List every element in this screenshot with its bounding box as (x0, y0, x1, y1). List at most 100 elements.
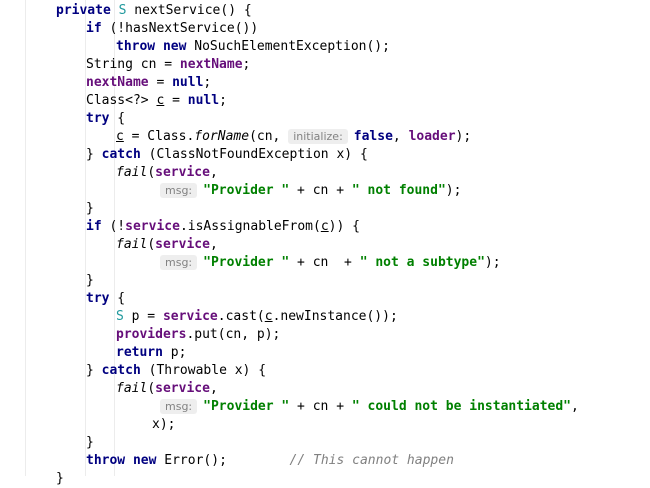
method-call: fail (116, 237, 148, 252)
method-call: fail (116, 381, 148, 396)
string-literal: " not a subtype" (359, 255, 485, 270)
expression: + cn + (289, 183, 352, 198)
keyword: private (56, 3, 111, 18)
code-line-26: throw new Error(); // This cannot happen (86, 452, 454, 470)
field-ref: loader (408, 129, 456, 144)
declaration: Class<?> (86, 93, 157, 108)
punct: ( (147, 165, 156, 180)
indent-guide-1 (25, 0, 26, 476)
punct: , (209, 165, 218, 180)
operator: = (148, 75, 173, 90)
field-ref: nextName (179, 57, 243, 72)
code-line-22: fail(service, (116, 380, 218, 398)
punct: , (392, 129, 409, 144)
code-line-3: throw new NoSuchElementException(); (116, 38, 390, 56)
expression: Error(); (164, 453, 227, 468)
punct: } (56, 471, 64, 486)
punct: { (109, 291, 126, 306)
punct: ( (147, 237, 156, 252)
string-literal: " not found" (351, 183, 446, 198)
code-line-18: S p = service.cast(c.newInstance()); (116, 308, 398, 326)
keyword: try (86, 291, 110, 306)
punct: , (209, 381, 218, 396)
string-literal: "Provider " (203, 399, 290, 414)
code-line-13: if (!service.isAssignableFrom(c)) { (86, 218, 360, 236)
keyword: throw (116, 39, 156, 54)
keyword: catch (101, 363, 141, 378)
expression: (cn, (249, 129, 289, 144)
expression: + cn + (289, 255, 360, 270)
code-line-5: nextName = null; (86, 74, 211, 92)
keyword: if (86, 21, 102, 36)
expression: .isAssignableFrom( (179, 219, 321, 234)
code-line-10: fail(service, (116, 164, 218, 182)
expression: + cn + (289, 399, 352, 414)
method-call: forName (194, 129, 250, 144)
punct: )) { (328, 219, 360, 234)
field-ref: service (162, 309, 218, 324)
punct: } (86, 273, 94, 288)
punct: } (86, 363, 102, 378)
variable: c (156, 93, 165, 108)
code-line-12: } (86, 200, 94, 218)
keyword: catch (101, 147, 141, 162)
punct: } (86, 435, 94, 450)
variable: c (264, 309, 273, 324)
code-line-6: Class<?> c = null; (86, 92, 227, 110)
generic-type: S (118, 3, 127, 18)
keyword: try (86, 111, 110, 126)
code-line-23: msg:"Provider " + cn + " could not be in… (160, 398, 579, 416)
comment: // This cannot happen (289, 453, 454, 468)
punct: ); (445, 183, 462, 198)
keyword: null (172, 75, 204, 90)
code-line-4: String cn = nextName; (86, 56, 250, 74)
expression: .newInstance()); (272, 309, 398, 324)
field-ref: service (155, 381, 210, 396)
keyword: false (353, 129, 393, 144)
expression: .cast( (217, 309, 265, 324)
field-ref: service (155, 237, 210, 252)
code-line-14: fail(service, (116, 236, 218, 254)
code-line-25: } (86, 434, 94, 452)
method-signature: nextService() { (134, 3, 252, 18)
method-call: fail (116, 165, 148, 180)
variable: c (320, 219, 329, 234)
punct: } (86, 201, 94, 216)
declaration: String cn = (86, 57, 180, 72)
keyword: return (116, 345, 163, 360)
expression: (Throwable x) { (140, 363, 267, 378)
code-line-17: try { (86, 290, 125, 308)
punct: ; (242, 57, 251, 72)
keyword: if (86, 219, 102, 234)
code-line-7: try { (86, 110, 125, 128)
code-line-11: msg:"Provider " + cn + " not found"); (160, 182, 461, 200)
expression: NoSuchElementException(); (194, 39, 390, 54)
indent-guide-2 (85, 0, 86, 476)
operator: = (164, 93, 188, 108)
expression: x); (152, 417, 176, 432)
expression: = Class. (123, 129, 195, 144)
expression: .put(cn, p); (186, 327, 281, 342)
field-ref: service (155, 165, 210, 180)
punct: } (86, 147, 102, 162)
string-literal: "Provider " (203, 255, 290, 270)
code-line-2: if (!hasNextService()) (86, 20, 258, 38)
parameter-hint: msg: (160, 255, 198, 270)
punct: ; (219, 93, 227, 108)
punct: , (209, 237, 218, 252)
keyword: new (132, 453, 157, 468)
punct: ; (203, 75, 212, 90)
code-line-20: return p; (116, 344, 186, 362)
keyword: null (187, 93, 220, 108)
string-literal: "Provider " (203, 183, 290, 198)
field-ref: providers (116, 327, 187, 342)
condition: (!hasNextService()) (109, 21, 259, 36)
variable: c (116, 129, 124, 144)
keyword: throw (86, 453, 126, 468)
code-line-27: } (56, 470, 64, 488)
code-line-15: msg: "Provider " + cn + " not a subtype")… (160, 254, 501, 272)
code-line-19: providers.put(cn, p); (116, 326, 280, 344)
punct: ); (484, 255, 501, 270)
parameter-hint: msg: (160, 399, 198, 414)
